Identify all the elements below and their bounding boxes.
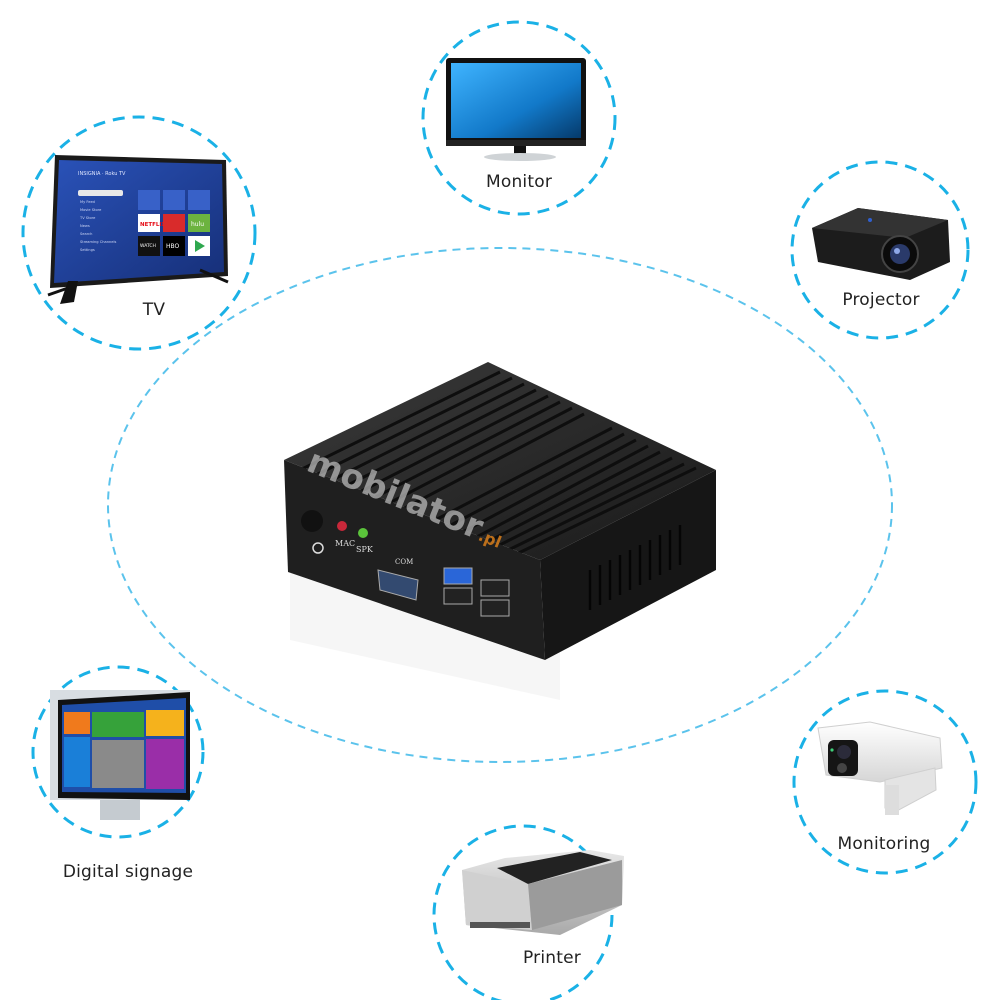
- svg-text:NETFLIX: NETFLIX: [140, 222, 166, 228]
- svg-text:COM: COM: [395, 558, 413, 566]
- printer-label: Printer: [523, 948, 581, 968]
- monitor-icon: [446, 58, 586, 161]
- svg-text:Settings: Settings: [80, 248, 95, 252]
- printer-icon: [462, 850, 624, 935]
- svg-text:Search: Search: [80, 232, 92, 236]
- svg-text:Movie Store: Movie Store: [80, 208, 102, 212]
- projector-label: Projector: [842, 290, 920, 310]
- usb-port-1: [443, 567, 473, 585]
- usb-port-2: [443, 587, 473, 605]
- svg-text:HBO: HBO: [166, 243, 180, 250]
- svg-text:hulu: hulu: [191, 221, 204, 228]
- monitoring-label: Monitoring: [837, 834, 931, 854]
- power-button: [301, 510, 323, 532]
- svg-text:My Feed: My Feed: [80, 200, 95, 204]
- svg-text:News: News: [80, 224, 90, 228]
- connection-ellipse: [107, 247, 893, 763]
- projector-icon: [812, 208, 950, 280]
- svg-text:Streaming Channels: Streaming Channels: [80, 240, 116, 244]
- monitor-label: Monitor: [485, 172, 553, 192]
- usb-port-4: [480, 599, 510, 617]
- svg-text:INSIGNIA · Roku TV: INSIGNIA · Roku TV: [78, 171, 126, 177]
- tv-label: TV: [142, 300, 166, 320]
- usb-port-3: [480, 579, 510, 597]
- digital-signage-icon: [50, 690, 190, 820]
- mini-pc-device: MAC SPK COM mobilator.pl: [284, 362, 716, 700]
- digital-signage-label: Digital signage: [62, 862, 194, 882]
- svg-text:MAC: MAC: [335, 539, 355, 548]
- svg-text:TV Store: TV Store: [79, 216, 96, 220]
- svg-text:WATCH: WATCH: [140, 243, 156, 249]
- svg-text:SPK: SPK: [356, 545, 374, 554]
- security-camera-icon: [817, 721, 943, 815]
- com-port: [377, 569, 419, 601]
- mic-jack: [337, 521, 347, 531]
- speaker-jack: [358, 528, 368, 538]
